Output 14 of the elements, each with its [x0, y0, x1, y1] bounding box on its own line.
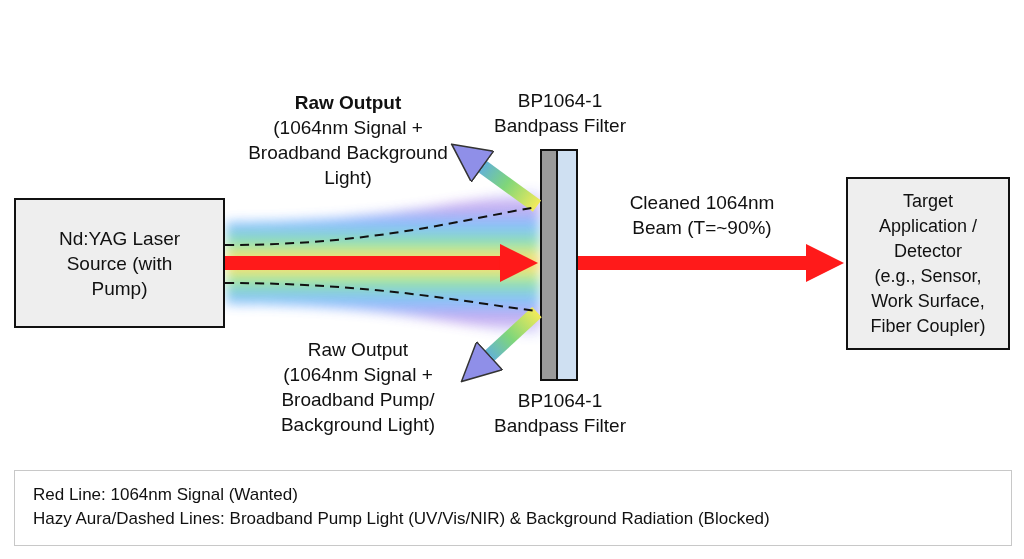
- beam-arrow: [460, 306, 542, 383]
- output-heading: Raw Output: [293, 91, 403, 115]
- output-label: (1064nm Signal + Broadband Pump/ Background Light): [279, 363, 437, 437]
- laser-source-box: Nd:YAG Laser Source (with Pump): [14, 198, 225, 328]
- legend-text: Red Line: 1064nm Signal (Wanted): [33, 484, 299, 506]
- filter-label: BP1064-1 Bandpass Filter: [493, 89, 627, 138]
- target-box: Target Application / Detector (e.g., Sensor, Work Surface, Fiber Coupler): [846, 177, 1010, 350]
- output-label: (1064nm Signal + Broadband Background Light): [247, 116, 449, 190]
- beam-arrow: [450, 143, 542, 212]
- beam-arrow: [225, 243, 538, 282]
- output-heading: Raw Output: [306, 338, 410, 362]
- beam-arrow: [578, 243, 844, 282]
- legend-text: Hazy Aura/Dashed Lines: Broadband Pump Light (UV/Vis/NIR) & Background Radiation (Blocked): [33, 508, 771, 530]
- filter-label: BP1064-1 Bandpass Filter: [493, 389, 627, 438]
